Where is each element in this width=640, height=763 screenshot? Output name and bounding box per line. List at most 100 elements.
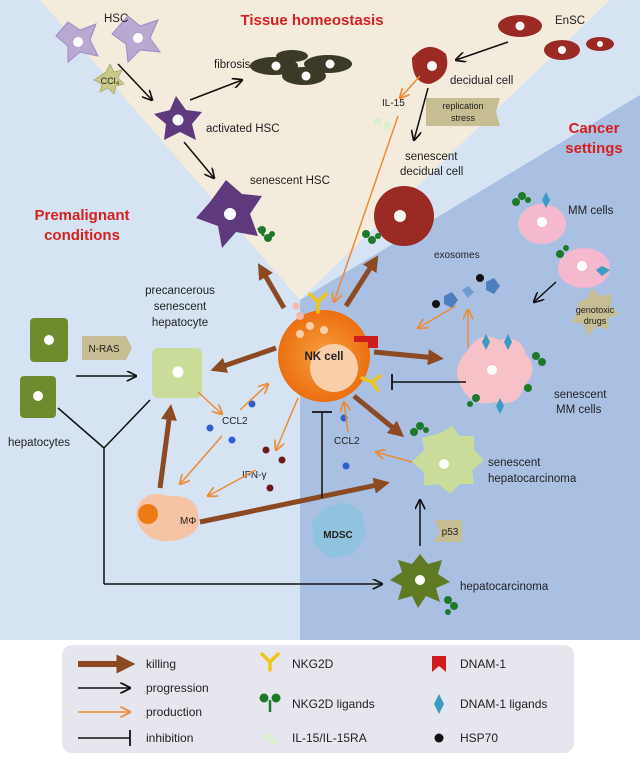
label-nras: N-RAS xyxy=(88,344,119,355)
arrow-activated-to-fibrosis xyxy=(189,80,242,101)
arrow-ifn-to-macrophage xyxy=(208,469,257,496)
senescent-mm-cell xyxy=(457,336,533,404)
mm-cell-2 xyxy=(558,248,610,288)
label-senescent-decidual-2: decidual cell xyxy=(400,166,463,178)
label-hepatocarcinoma: hepatocarcinoma xyxy=(460,581,549,593)
legend-nkg2d-ligands: NKG2D ligands xyxy=(292,697,375,711)
nkg2d-ligand-decidual xyxy=(362,230,381,244)
arrow-ccl2-to-nk xyxy=(239,384,268,411)
nk-cell: NK cell xyxy=(278,302,370,402)
label-stress: stress xyxy=(451,113,476,123)
ifn-dots xyxy=(262,446,286,492)
label-fibrosis: fibrosis xyxy=(214,59,251,71)
activated-hsc-cell xyxy=(154,96,202,140)
label-drugs: drugs xyxy=(584,316,607,326)
label-senescent-decidual-1: senescent xyxy=(405,151,458,163)
arrow-macrophage-kills-hcc xyxy=(199,477,390,525)
label-mdsc: MDSC xyxy=(323,530,352,541)
legend-dnam1-ligands: DNAM-1 ligands xyxy=(460,697,547,711)
label-senescent-mm-1: senescent xyxy=(554,389,607,401)
label-decidual-cell: decidual cell xyxy=(450,75,513,87)
legend-progression: progression xyxy=(146,681,209,695)
label-mm-cells: MM cells xyxy=(568,205,614,217)
label-nk-cell: NK cell xyxy=(305,351,344,363)
legend-production: production xyxy=(146,705,202,719)
heading-cancer: Cancer xyxy=(569,120,620,137)
label-activated-hsc: activated HSC xyxy=(206,123,280,135)
label-senescent-hsc: senescent HSC xyxy=(250,175,330,187)
arrow-decidual-to-senescent xyxy=(414,87,429,140)
nkg2d-receptor-top xyxy=(308,292,328,314)
p53-badge: p53 xyxy=(434,520,462,542)
arrow-nk-kills-precancerous xyxy=(210,345,277,373)
senescent-mm-ligands xyxy=(467,334,546,414)
arrow-decidual-il15 xyxy=(400,75,421,98)
legend-killing: killing xyxy=(146,657,176,671)
exosome-particles xyxy=(432,274,500,308)
progression-fork xyxy=(57,399,382,584)
label-genotoxic: genotoxic xyxy=(576,305,615,315)
label-precancerous-1: precancerous xyxy=(145,285,215,297)
nkg2d-ligand-hsc xyxy=(257,226,275,242)
label-precancerous-2: senescent xyxy=(154,301,207,313)
label-p53: p53 xyxy=(442,527,459,538)
legend: killing progression production inhibitio… xyxy=(62,645,574,753)
precancerous-hepatocyte-cell xyxy=(152,348,202,398)
il15-dots xyxy=(374,118,391,129)
genotoxic-drugs-burst: genotoxic drugs xyxy=(572,288,620,336)
arrow-activated-to-senescent xyxy=(183,141,214,178)
mdsc-cell: MDSC xyxy=(312,502,366,558)
senescent-hepatocarcinoma-cell xyxy=(412,426,484,494)
senescent-decidual-cell xyxy=(374,186,434,246)
mm-cell-1 xyxy=(518,204,566,244)
nkg2d-receptor-right xyxy=(360,374,382,392)
inhibition-mdsc xyxy=(312,411,332,498)
label-exosomes: exosomes xyxy=(434,250,480,261)
heading-tissue-homeostasis: Tissue homeostasis xyxy=(240,12,383,29)
background-tissue xyxy=(40,0,610,300)
nras-badge: N-RAS xyxy=(82,336,132,360)
senescent-hsc-cell xyxy=(196,180,262,248)
label-ccl4: CCl₄ xyxy=(101,76,120,86)
arrow-ccl2-to-macrophage xyxy=(180,435,223,484)
hsc-cell-2 xyxy=(111,15,162,64)
legend-hsp70: HSP70 xyxy=(460,731,498,745)
label-senescent-hcc-2: hepatocarcinoma xyxy=(488,473,577,485)
label-precancerous-3: hepatocyte xyxy=(152,317,208,329)
label-ifn: IFN-γ xyxy=(242,470,266,481)
label-hsc: HSC xyxy=(104,13,128,25)
arrow-macrophage-kills-precancerous xyxy=(157,404,177,489)
legend-nkg2d: NKG2D xyxy=(292,657,334,671)
hsc-cell-1 xyxy=(55,21,99,64)
legend-dnam1-ligand-icon xyxy=(434,694,444,714)
legend-dnam1: DNAM-1 xyxy=(460,657,506,671)
arrow-nk-kills-senescent-hsc xyxy=(257,263,287,310)
label-ccl2-right: CCL2 xyxy=(334,436,360,447)
heading-settings: settings xyxy=(565,140,623,157)
arrow-nk-kills-decidual xyxy=(343,255,379,308)
arrow-il15-to-nk xyxy=(334,115,399,302)
label-ccl2-left: CCL2 xyxy=(222,416,248,427)
ccl2-dots-left xyxy=(206,400,256,444)
hepatocyte-cell-1 xyxy=(30,318,68,362)
arrow-ccl2-right-to-nk xyxy=(344,402,348,433)
label-replication: replication xyxy=(442,101,483,111)
legend-inhibition: inhibition xyxy=(146,731,193,745)
inhibition-mm xyxy=(391,374,466,390)
ccl4-burst: CCl₄ xyxy=(93,63,125,95)
label-il15: IL-15 xyxy=(382,98,405,109)
arrow-nk-kills-senescent-mm xyxy=(373,349,444,366)
legend-il15-icon xyxy=(264,734,277,744)
label-hepatocytes: hepatocytes xyxy=(8,437,70,449)
legend-nkg2d-icon xyxy=(260,652,280,672)
label-ensc: EnSC xyxy=(555,15,585,27)
legend-dnam1-icon xyxy=(432,656,446,672)
fibrosis-cells xyxy=(250,50,352,85)
arrow-hcc-ccl2 xyxy=(376,452,413,463)
ensc-cells xyxy=(498,15,614,60)
label-senescent-hcc-1: senescent xyxy=(488,457,541,469)
hepatocarcinoma-cell xyxy=(390,554,450,608)
senescent-hcc-ligands xyxy=(410,422,429,436)
